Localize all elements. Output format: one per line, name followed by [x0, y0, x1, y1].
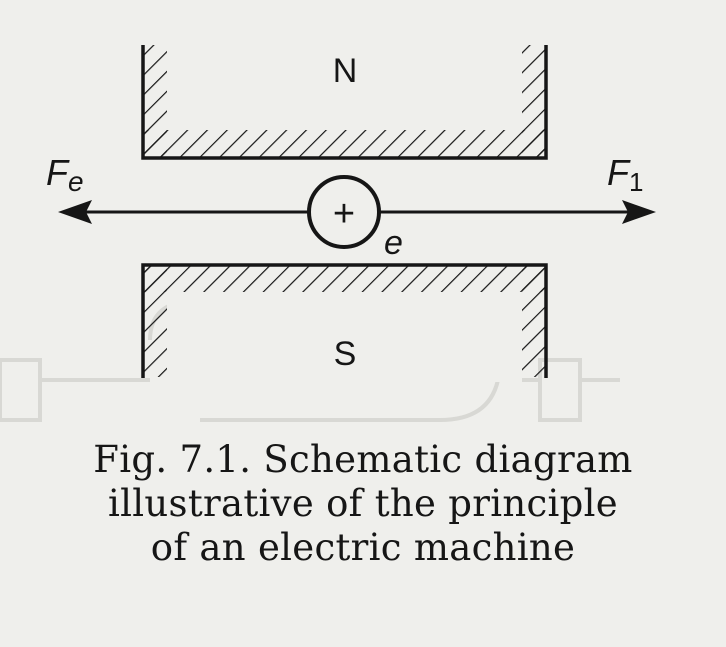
- north-pole-outline: [141, 45, 548, 160]
- pole-label-south: S: [334, 335, 357, 373]
- south-bar-hatch: [143, 265, 546, 292]
- pole-label-north: N: [333, 52, 358, 90]
- force-right-label: F1: [607, 152, 643, 197]
- north-bar-hatch: [143, 130, 546, 157]
- caption-line-2: illustrative of the principle: [108, 482, 618, 525]
- figure-caption: Fig. 7.1. Schematic diagram illustrative…: [0, 438, 726, 570]
- charge-plus-symbol: +: [333, 193, 355, 235]
- force-left-label: Fe: [46, 152, 84, 197]
- charge-circle: [307, 175, 381, 249]
- caption-line-1: Fig. 7.1. Schematic diagram: [93, 438, 633, 481]
- arrowhead-left: [58, 200, 92, 224]
- caption-line-3: of an electric machine: [150, 526, 576, 569]
- force-line: [58, 200, 656, 224]
- electric-machine-schematic: N S Fe F1 + e: [46, 40, 656, 382]
- charge-label: e: [384, 224, 403, 262]
- arrowhead-right: [622, 200, 656, 224]
- north-pole-piece: [141, 40, 548, 160]
- south-pole-outline: [141, 263, 548, 378]
- charge: + e: [307, 175, 403, 262]
- south-pole-piece: [141, 263, 548, 382]
